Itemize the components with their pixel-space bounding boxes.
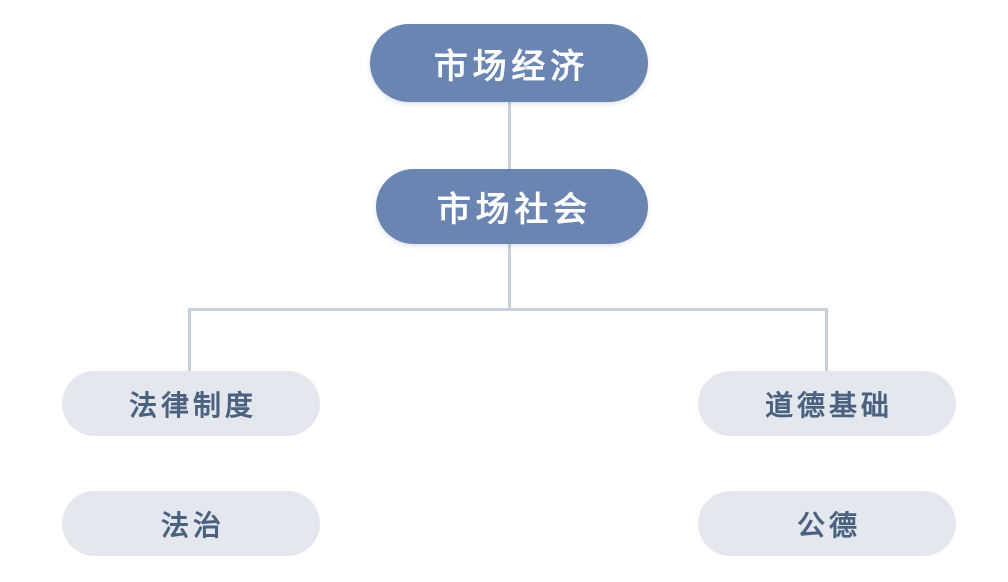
node-legal-system[interactable]: 法律制度 <box>62 371 320 436</box>
node-rule-of-law[interactable]: 法治 <box>62 491 320 556</box>
connector-drop-to-moral-basis <box>825 308 828 374</box>
node-public-morality[interactable]: 公德 <box>698 491 956 556</box>
node-market-society[interactable]: 市场社会 <box>376 169 648 244</box>
connector-market-economy-to-market-society <box>508 100 511 172</box>
node-market-economy[interactable]: 市场经济 <box>370 24 648 102</box>
connector-branch-horizontal-bar <box>188 308 828 311</box>
node-moral-basis[interactable]: 道德基础 <box>698 371 956 436</box>
connector-market-society-stem <box>508 242 511 310</box>
connector-drop-to-legal-system <box>188 308 191 374</box>
